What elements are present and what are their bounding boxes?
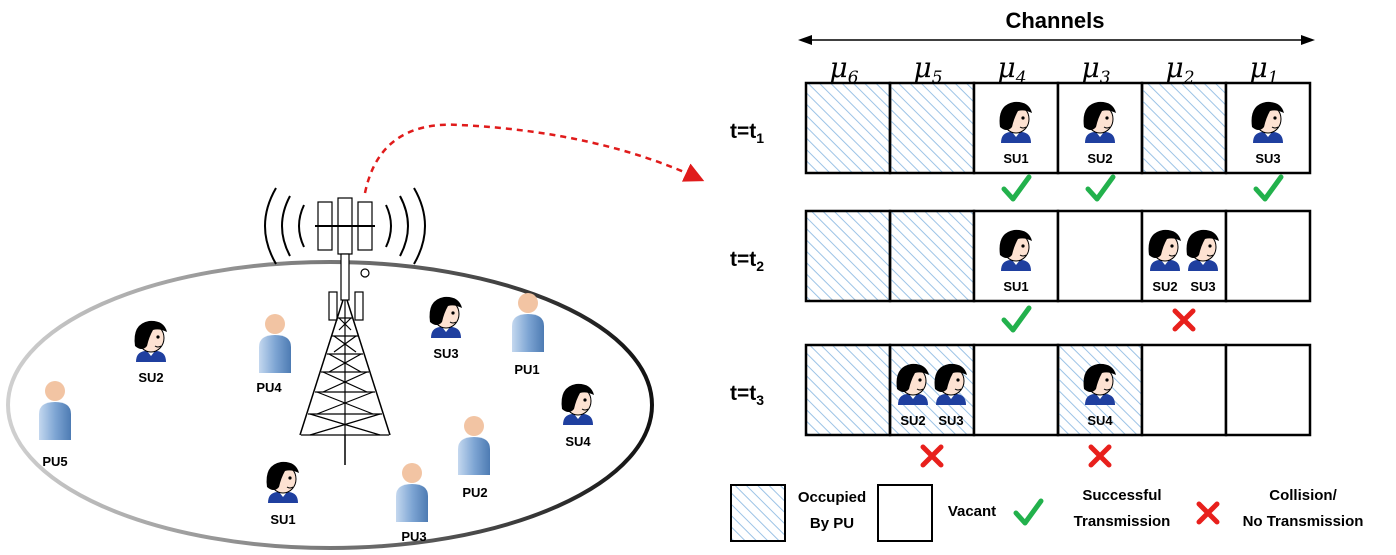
user-label: PU2 xyxy=(462,485,487,500)
channel-cell-vacant xyxy=(1140,343,1228,437)
cell-user-label: SU2 xyxy=(1087,151,1112,166)
secondary-user-icon xyxy=(1251,101,1285,144)
legend-collision-line2: No Transmission xyxy=(1243,513,1364,530)
secondary-user-icon xyxy=(896,363,930,406)
user-label: SU3 xyxy=(433,346,458,361)
channels-title: Channels xyxy=(1005,8,1104,33)
cell-user-label: SU3 xyxy=(938,413,963,428)
cell-user-label: SU3 xyxy=(1190,279,1215,294)
collision-cross-icon xyxy=(1175,311,1193,329)
secondary-user-icon xyxy=(1148,229,1182,272)
user-label: PU1 xyxy=(514,362,539,377)
network-cell: SU2 PU4 SU3 PU1 PU5 SU4 PU2 SU1 xyxy=(6,187,654,550)
channel-cell-vacant xyxy=(1224,209,1312,303)
collision-cross-icon xyxy=(923,447,941,465)
cell-user-label: SU2 xyxy=(1152,279,1177,294)
success-check-icon xyxy=(1004,177,1029,199)
secondary-user-icon xyxy=(999,229,1033,272)
channel-cell-occupied xyxy=(888,209,976,303)
time-slot-label: t=t2 xyxy=(730,248,764,274)
secondary-user-icon xyxy=(934,363,968,406)
legend-success-line2: Transmission xyxy=(1074,513,1171,530)
success-check-icon xyxy=(1088,177,1113,199)
channel-cell-occupied xyxy=(804,81,892,175)
user-su2: SU2 xyxy=(134,320,168,385)
user-pu3: PU3 xyxy=(396,463,428,544)
user-pu4: PU4 xyxy=(256,314,291,395)
user-label: SU4 xyxy=(565,434,591,449)
channel-cell-vacant xyxy=(1056,209,1144,303)
channels-header: Channels xyxy=(798,8,1315,45)
secondary-user-icon xyxy=(1186,229,1220,272)
channel-cell-occupied xyxy=(888,81,976,175)
base-station-tower-icon xyxy=(264,187,426,465)
collision-cross-icon xyxy=(1091,447,1109,465)
user-pu1: PU1 xyxy=(512,293,544,377)
success-check-icon xyxy=(1004,308,1029,330)
user-label: PU5 xyxy=(42,454,67,469)
time-slot-label: t=t1 xyxy=(730,120,764,146)
user-pu2: PU2 xyxy=(458,416,490,500)
channel-cell-occupied xyxy=(804,343,892,437)
legend-occupied-line2: By PU xyxy=(810,515,854,532)
legend: Occupied By PU Vacant Successful Transmi… xyxy=(730,484,1364,542)
channel-cell-occupied xyxy=(1140,81,1228,175)
user-su3: SU3 xyxy=(429,296,463,361)
channel-cell-vacant xyxy=(972,343,1060,437)
secondary-user-icon xyxy=(1083,101,1117,144)
user-label: PU3 xyxy=(401,529,426,544)
legend-collision-line1: Collision/ xyxy=(1269,487,1337,504)
cell-user-label: SU3 xyxy=(1255,151,1280,166)
legend-vacant: Vacant xyxy=(948,503,996,520)
cell-user-label: SU2 xyxy=(900,413,925,428)
user-label: PU4 xyxy=(256,380,282,395)
user-su1: SU1 xyxy=(266,461,300,527)
secondary-user-icon xyxy=(999,101,1033,144)
user-pu5: PU5 xyxy=(39,381,71,469)
channel-cell-vacant xyxy=(1224,343,1312,437)
channel-cell-occupied xyxy=(804,209,892,303)
cell-user-label: SU4 xyxy=(1087,413,1113,428)
cell-user-label: SU1 xyxy=(1003,279,1028,294)
cell-user-label: SU1 xyxy=(1003,151,1028,166)
coverage-area xyxy=(6,260,654,550)
legend-check-icon xyxy=(1016,501,1041,523)
legend-occupied-swatch xyxy=(730,484,786,542)
user-label: SU2 xyxy=(138,370,163,385)
legend-vacant-swatch xyxy=(877,484,933,542)
user-su4: SU4 xyxy=(561,383,595,449)
legend-success-line1: Successful xyxy=(1082,487,1161,504)
success-check-icon xyxy=(1256,177,1281,199)
secondary-user-icon xyxy=(1083,363,1117,406)
legend-cross-icon xyxy=(1199,504,1217,522)
user-label: SU1 xyxy=(270,512,295,527)
time-slot-label: t=t3 xyxy=(730,382,764,408)
legend-occupied-line1: Occupied xyxy=(798,489,866,506)
zoom-arrow xyxy=(363,123,705,194)
